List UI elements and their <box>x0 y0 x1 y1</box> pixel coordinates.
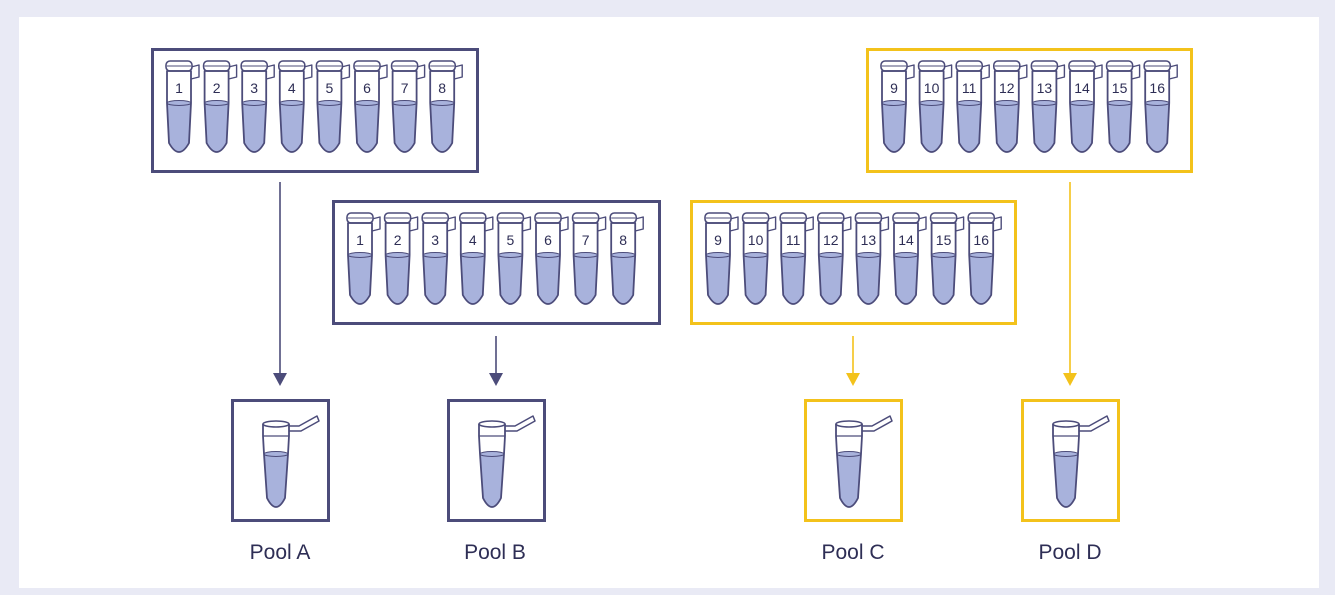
tube-number-label: 2 <box>394 232 402 248</box>
tube-number-label: 15 <box>1112 80 1128 96</box>
tube: 6 <box>353 60 388 153</box>
tube-number-label: 16 <box>973 232 989 248</box>
arrow-to-pool-b <box>489 336 503 386</box>
tube: 2 <box>383 212 419 305</box>
tube-number-label: 14 <box>1074 80 1090 96</box>
tube-number-label: 2 <box>213 80 221 96</box>
tube-number-label: 12 <box>823 232 839 248</box>
tube-strip-drawing: 1 2 3 4 5 6 7 8 <box>165 60 463 153</box>
tube-number-label: 13 <box>861 232 877 248</box>
tube-strip-drawing: 9 10 11 12 13 14 15 16 <box>704 212 1002 305</box>
tube: 16 <box>967 212 1002 305</box>
tube-number-label: 16 <box>1149 80 1165 96</box>
tube-number-label: 3 <box>250 80 258 96</box>
tube: 9 <box>880 60 915 153</box>
tube-number-label: 4 <box>469 232 477 248</box>
tube-number-label: 5 <box>507 232 515 248</box>
tube: 12 <box>817 212 852 305</box>
tube-number-label: 4 <box>288 80 296 96</box>
tube-number-label: 9 <box>890 80 898 96</box>
tube-strip-1-8-middle: 1 2 3 4 5 6 7 8 <box>332 200 661 325</box>
tube: 1 <box>346 212 381 305</box>
tube: 13 <box>854 212 890 305</box>
tube: 4 <box>278 60 313 153</box>
tube-number-label: 7 <box>582 232 590 248</box>
tube: 15 <box>1105 60 1141 153</box>
tube: 14 <box>892 212 927 305</box>
tube: 12 <box>993 60 1028 153</box>
tube: 7 <box>390 60 426 153</box>
tube-number-label: 10 <box>748 232 764 248</box>
pool-d-label: Pool D <box>1038 541 1102 564</box>
tube-number-label: 1 <box>175 80 183 96</box>
tube-number-label: 11 <box>786 232 801 248</box>
tube: 8 <box>428 60 463 153</box>
pool-tube-icon <box>478 415 536 508</box>
tube-number-label: 13 <box>1037 80 1053 96</box>
tube: 14 <box>1068 60 1103 153</box>
tube-strip-drawing: 1 2 3 4 5 6 7 8 <box>346 212 644 305</box>
tube-number-label: 5 <box>326 80 334 96</box>
tube-number-label: 15 <box>936 232 952 248</box>
tube: 3 <box>421 212 456 305</box>
tube: 8 <box>609 212 644 305</box>
tube-number-label: 6 <box>363 80 371 96</box>
tube: 7 <box>571 212 607 305</box>
arrow-to-pool-c <box>846 336 860 386</box>
pool-tube-icon <box>262 415 320 508</box>
tube: 16 <box>1143 60 1178 153</box>
pool-c-label: Pool C <box>821 541 885 564</box>
pool-tube-icon <box>835 415 893 508</box>
pool-b-label: Pool B <box>464 541 526 564</box>
tube: 15 <box>929 212 965 305</box>
pool-a-box <box>231 399 330 522</box>
tube-strip-1-8-top: 1 2 3 4 5 6 7 8 <box>151 48 479 173</box>
tube: 6 <box>534 212 569 305</box>
tube-number-label: 8 <box>438 80 446 96</box>
tube: 5 <box>496 212 532 305</box>
tube-strip-9-16-top: 9 10 11 12 13 14 15 16 <box>866 48 1193 173</box>
tube-number-label: 3 <box>431 232 439 248</box>
tube: 11 <box>955 60 990 153</box>
tube: 2 <box>202 60 238 153</box>
tube: 5 <box>315 60 351 153</box>
tube: 11 <box>779 212 814 305</box>
tube: 1 <box>165 60 200 153</box>
arrow-to-pool-d <box>1063 182 1077 386</box>
tube-number-label: 7 <box>401 80 409 96</box>
tube-number-label: 10 <box>924 80 940 96</box>
tube-number-label: 6 <box>544 232 552 248</box>
tube-number-label: 8 <box>619 232 627 248</box>
tube: 3 <box>240 60 275 153</box>
pool-d-box <box>1021 399 1120 522</box>
tube-number-label: 1 <box>356 232 364 248</box>
pool-a-label: Pool A <box>249 541 311 564</box>
tube: 10 <box>741 212 777 305</box>
tube-number-label: 9 <box>714 232 722 248</box>
tube: 9 <box>704 212 739 305</box>
tube-number-label: 11 <box>962 80 977 96</box>
tube-strip-9-16-middle: 9 10 11 12 13 14 15 16 <box>690 200 1017 325</box>
tube-number-label: 12 <box>999 80 1015 96</box>
tube: 13 <box>1030 60 1066 153</box>
tube-strip-drawing: 9 10 11 12 13 14 15 16 <box>880 60 1178 153</box>
pool-c-box <box>804 399 903 522</box>
tube: 10 <box>917 60 953 153</box>
pool-tube-icon <box>1052 415 1110 508</box>
pool-b-box <box>447 399 546 522</box>
transfer-arrows <box>273 182 1077 386</box>
arrow-to-pool-a <box>273 182 287 386</box>
tube: 4 <box>459 212 494 305</box>
tube-number-label: 14 <box>898 232 914 248</box>
